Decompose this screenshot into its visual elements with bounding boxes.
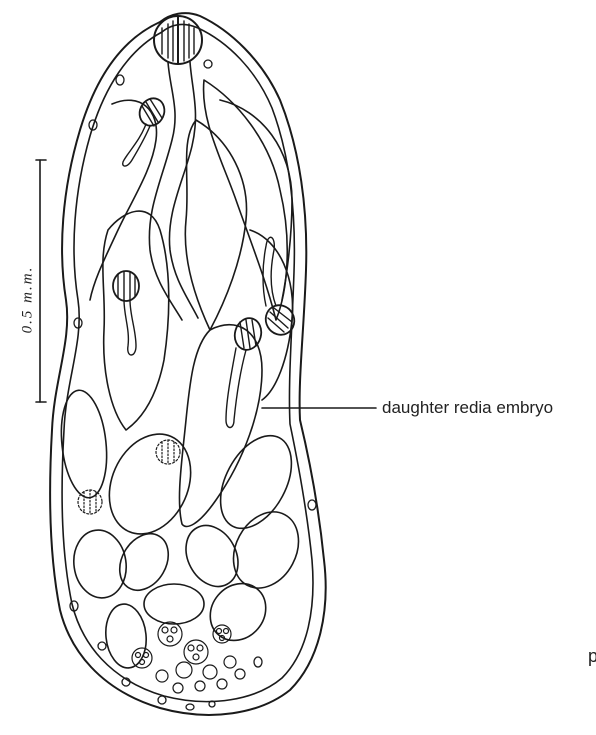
cell-clusters <box>132 622 245 693</box>
wall-nuclei <box>70 60 316 710</box>
embryo-central-1 <box>185 120 246 330</box>
pharynx <box>154 16 202 64</box>
scale-label: 0.5 m.m. <box>8 265 48 345</box>
germ-balls <box>56 388 311 670</box>
developing-embryos <box>78 440 180 514</box>
cut-off-label: p <box>588 646 596 667</box>
embryo-left-upper <box>90 100 157 300</box>
embryo-right-long <box>220 100 292 300</box>
scale-label-text: 0.5 m.m. <box>20 250 37 350</box>
gut-canal <box>149 62 198 320</box>
embryo-left-mid <box>103 211 169 430</box>
redia-head-2 <box>113 271 139 355</box>
body-outer-wall <box>50 13 326 715</box>
redia-head-3 <box>226 315 265 427</box>
daughter-redia-embryo-label: daughter redia embryo <box>382 398 553 418</box>
body-inner-wall <box>62 25 313 702</box>
